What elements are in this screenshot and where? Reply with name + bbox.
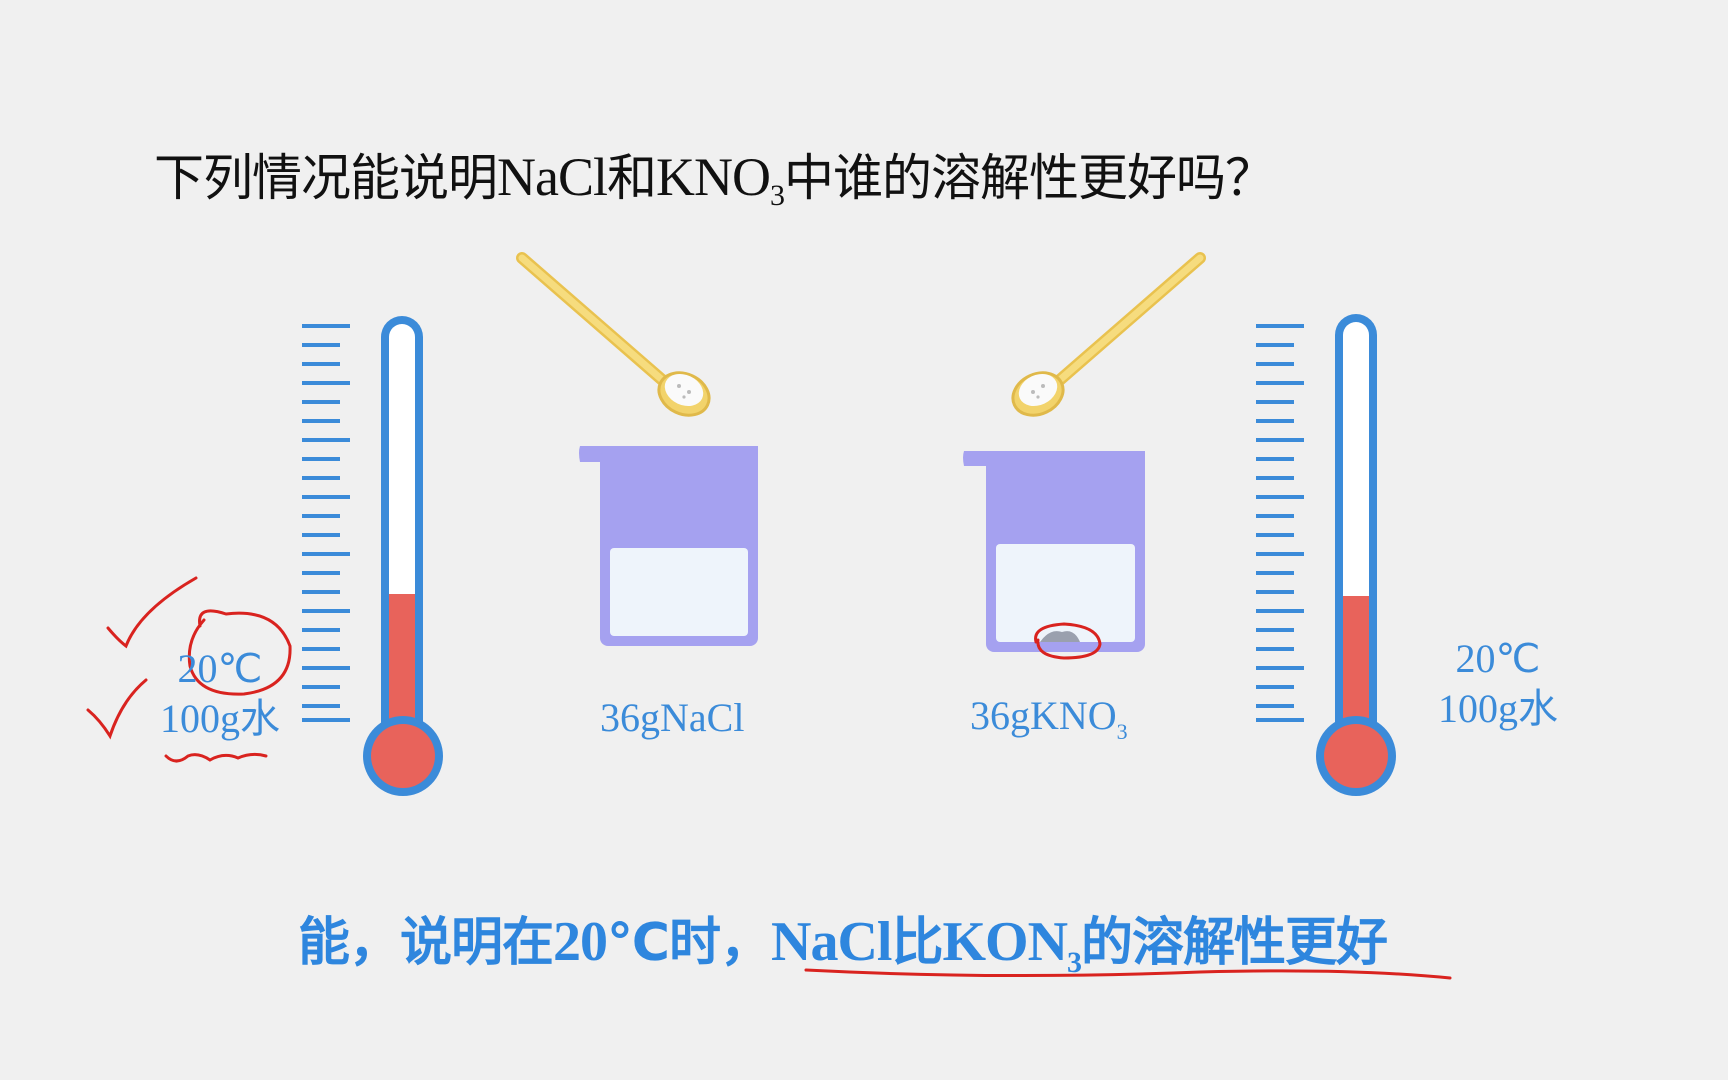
underline-answer — [804, 968, 1452, 980]
left-condition: 20℃ 100g水 — [160, 644, 280, 744]
right-condition: 20℃ 100g水 — [1438, 634, 1558, 734]
circle-solid — [1034, 622, 1102, 660]
left-spoon — [516, 252, 711, 417]
nacl-label: 36gNaCl — [600, 695, 745, 740]
right-beaker — [963, 451, 1145, 652]
circle-20c — [187, 609, 292, 696]
kno3-label: 36gKNO3 — [970, 693, 1128, 744]
right-water: 100g水 — [1438, 686, 1558, 731]
right-spoon — [1011, 252, 1206, 417]
right-temp: 20℃ — [1455, 636, 1541, 681]
left-water: 100g水 — [160, 696, 280, 741]
left-beaker — [579, 446, 758, 646]
question-title: 下列情况能说明NaCl和KNO3中谁的溶解性更好吗？ — [154, 147, 1275, 212]
right-scale-ticks — [1256, 324, 1304, 722]
left-thermometer — [363, 316, 443, 796]
right-thermometer — [1316, 314, 1396, 796]
check-mark-2 — [86, 678, 148, 740]
undissolved-solid — [1040, 631, 1080, 642]
answer-text: 能，说明在20℃时，NaCl比KON3的溶解性更好 — [298, 911, 1388, 979]
left-scale-ticks — [302, 324, 350, 722]
red-annotations — [86, 576, 1452, 980]
underline-100g — [164, 752, 268, 763]
check-mark-1 — [106, 576, 198, 649]
left-temp: 20℃ — [177, 646, 263, 691]
